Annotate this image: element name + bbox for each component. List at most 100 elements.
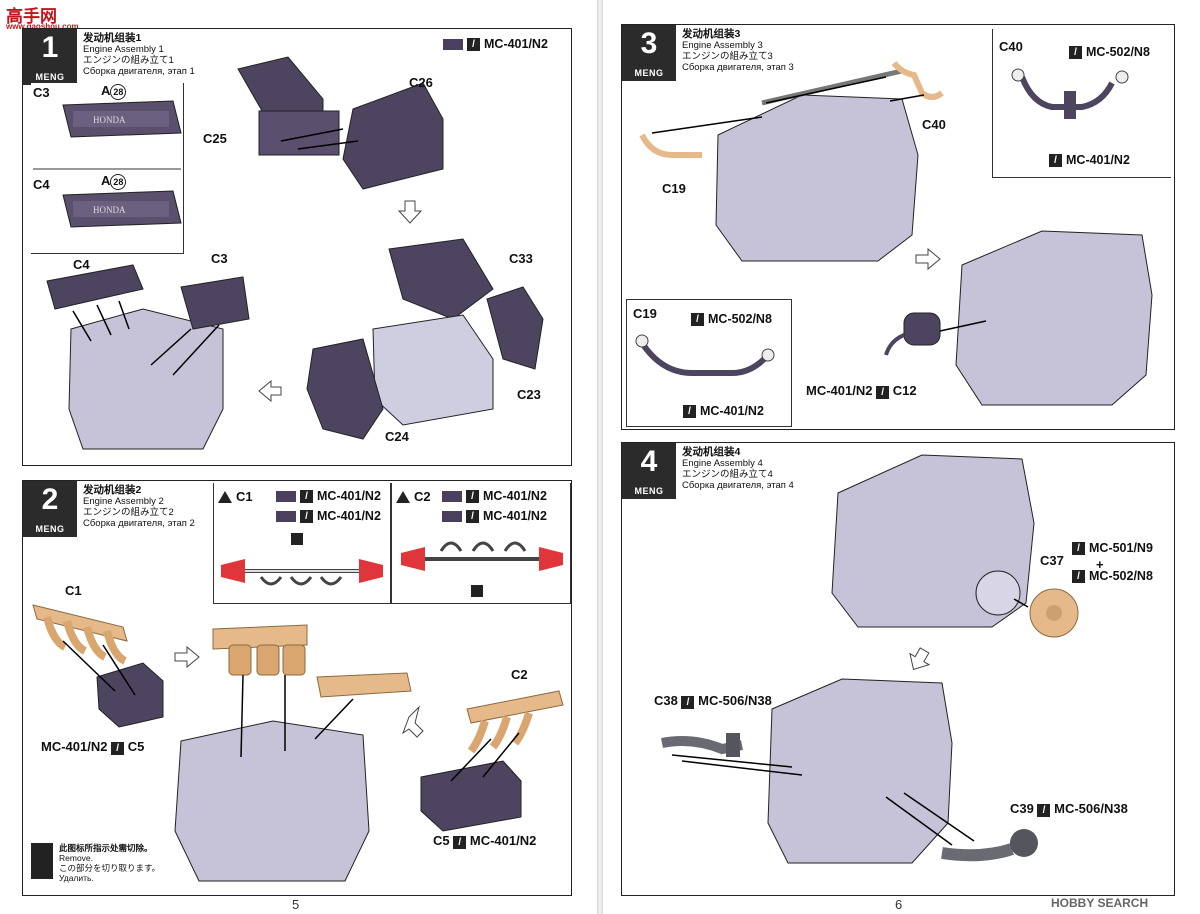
brand-logo: MENG [35, 72, 65, 82]
paint-callout: /MC-502/N8 [1072, 569, 1153, 583]
title-ja: エンジンの組み立て1 [83, 55, 174, 66]
page-fold [597, 0, 603, 914]
svg-text:HONDA: HONDA [93, 205, 126, 215]
remove-icon [31, 843, 53, 879]
cut-icon [471, 585, 483, 597]
brand-logo: MENG [634, 486, 664, 496]
title-ru: Сборка двигателя, этап 2 [83, 518, 195, 529]
paint-callout: / MC-401/N2 [443, 37, 548, 51]
label-c40: C40 [999, 39, 1023, 54]
step-titles: 发动机组装2 Engine Assembly 2 エンジンの組み立て2 Сбор… [83, 484, 195, 530]
step-badge: 1 MENG [23, 29, 77, 85]
pipe-part-c40 [891, 61, 944, 100]
label-c26: C26 [409, 75, 433, 90]
title-ru: Сборка двигателя, этап 3 [682, 62, 794, 73]
cover-c4-placed [46, 264, 144, 310]
warning-icon [218, 490, 232, 503]
label-c40: C40 [922, 117, 946, 132]
title-en: Engine Assembly 2 [83, 496, 164, 507]
label-c5-callout: MC-401/N2 / C5 [41, 739, 145, 755]
title-ru: Сборка двигателя, этап 4 [682, 480, 794, 491]
color-swatch [443, 38, 463, 50]
engine-block [955, 230, 1153, 406]
flow-arrow-icon [174, 645, 200, 669]
title-en: Engine Assembly 3 [682, 40, 763, 51]
title-ja: エンジンの組み立て2 [83, 507, 174, 518]
label-c3: C3 [211, 251, 228, 266]
block-part-c26 [342, 82, 444, 190]
site-logo: 高手网 [6, 7, 57, 26]
paint-callout: /MC-501/N9 [1072, 541, 1153, 555]
step-3-illustration [635, 61, 1153, 406]
label-c1: C1 [65, 583, 82, 598]
cut-marker [221, 559, 245, 583]
paint-callout: /MC-401/N2 [683, 404, 764, 418]
title-en: Engine Assembly 4 [682, 458, 763, 469]
flywheel-c37 [1029, 588, 1079, 638]
valve-cover-c3: HONDA [62, 100, 182, 138]
engine-block [46, 264, 250, 450]
step-number: 4 [640, 445, 658, 478]
label-c19: C19 [633, 306, 657, 321]
label-c4: C4 [33, 177, 50, 192]
title-ru: Сборка двигателя, этап 1 [83, 66, 195, 77]
step-badge: 3 MENG [622, 25, 676, 81]
warning-c2: C2 [396, 489, 431, 504]
brush-icon: / [467, 37, 480, 51]
step-2-illustration [31, 533, 564, 882]
step-badge: 2 MENG [23, 481, 77, 537]
step-3-panel: 3 MENG 发动机组装3 Engine Assembly 3 エンジンの組み立… [621, 24, 1175, 430]
left-page: 高手网 www.gaoshou.com 1 MENG 发动机组装1 Engine… [0, 0, 597, 914]
label-c12-callout: MC-401/N2 / C12 [806, 383, 917, 399]
pipe-part-c19 [639, 133, 702, 158]
label-c4: C4 [73, 257, 90, 272]
exhaust-manifold-c38 [661, 733, 743, 757]
warning-c1: C1 [218, 489, 253, 504]
page-number: 5 [292, 897, 300, 912]
head-part-c5 [420, 760, 522, 832]
step-titles: 发动机组装1 Engine Assembly 1 エンジンの組み立て1 Сбор… [83, 32, 195, 78]
watermark: HOBBY SEARCH [1051, 896, 1149, 910]
head-part-c5 [96, 662, 164, 728]
block-part-c24 [306, 338, 384, 440]
title-zh: 发动机组装2 [83, 484, 142, 496]
label-c3: C3 [33, 85, 50, 100]
paint-callout: /MC-401/N2 [442, 489, 547, 503]
c40-detail-box: C40 /MC-502/N8 /MC-401/N2 [992, 29, 1171, 178]
cover-c3-placed [180, 276, 250, 330]
engine-block [715, 94, 919, 262]
step-badge: 4 MENG [622, 443, 676, 499]
step-number: 1 [41, 31, 59, 64]
step-number: 3 [640, 27, 658, 60]
title-zh: 发动机组装1 [83, 32, 142, 44]
cut-marker [401, 547, 425, 571]
step-titles: 发动机组装4 Engine Assembly 4 エンジンの組み立て4 Сбор… [682, 447, 794, 492]
step-1-illustration: HONDA HONDA [33, 56, 544, 450]
title-en: Engine Assembly 1 [83, 44, 164, 55]
cut-marker [539, 547, 563, 571]
flow-arrow-icon [258, 379, 282, 403]
paint-callout: /MC-401/N2 [276, 509, 381, 523]
svg-text:HONDA: HONDA [93, 115, 126, 125]
paint-code: MC-401/N2 [484, 37, 548, 51]
brand-logo: MENG [35, 524, 65, 534]
warning-icon [396, 490, 410, 503]
plus-sign: + [1096, 557, 1104, 572]
flow-arrow-icon [401, 705, 424, 738]
label-c37: C37 [1040, 553, 1064, 568]
block-assembly [372, 314, 494, 426]
cut-marker [359, 559, 383, 583]
label-c39-callout: C39 / MC-506/N38 [1010, 801, 1128, 817]
c19-detail-box: C19 /MC-502/N8 /MC-401/N2 [626, 299, 792, 427]
valve-cover-c4: HONDA [62, 190, 182, 228]
label-c23: C23 [517, 387, 541, 402]
right-page: 3 MENG 发动机组装3 Engine Assembly 3 エンジンの組み立… [603, 0, 1200, 914]
flow-arrow-icon [397, 200, 423, 224]
label-c24: C24 [385, 429, 409, 444]
flow-arrow-icon [915, 247, 941, 271]
engine-block [174, 720, 370, 882]
title-zh: 发动机组装3 [682, 28, 741, 40]
site-url: www.gaoshou.com [6, 22, 79, 31]
